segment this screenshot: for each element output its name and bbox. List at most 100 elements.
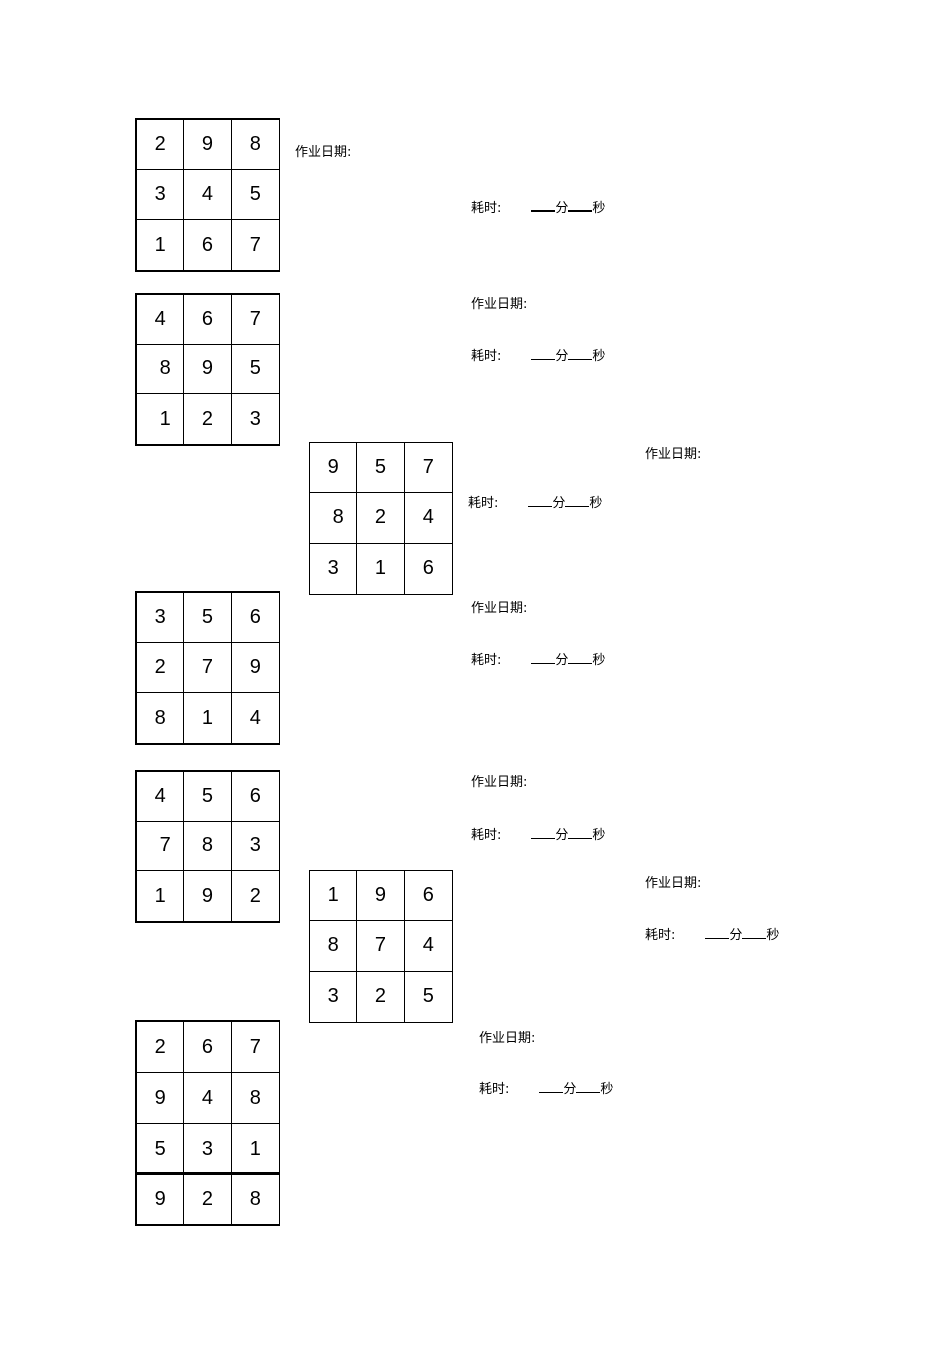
- date-label: 作业日期:: [471, 297, 527, 313]
- time-label-text: 耗时:: [471, 349, 502, 364]
- time-label: 耗时: 分 秒: [645, 926, 779, 944]
- puzzle-grid-5: 4 5 6 7 8 3 1 9 2: [135, 770, 280, 923]
- grid-cell: 2: [137, 1022, 185, 1073]
- grid-cell: 9: [357, 871, 405, 922]
- grid-divider: [136, 1172, 279, 1175]
- time-label-text: 耗时:: [645, 928, 676, 943]
- grid-cell: 4: [184, 170, 232, 220]
- minutes-blank: [531, 651, 556, 664]
- grid-cell: 7: [231, 1022, 279, 1073]
- puzzle-grid-3: 9 5 7 8 2 4 3 1 6: [309, 442, 453, 595]
- grid-cell: 6: [404, 871, 452, 922]
- grid-cell: 3: [137, 170, 185, 220]
- date-label-text: 作业日期:: [471, 601, 528, 616]
- grid-cell: 9: [184, 120, 232, 170]
- date-label: 作业日期:: [645, 447, 701, 463]
- grid-cell: 1: [137, 220, 185, 270]
- time-label-text: 耗时:: [479, 1082, 510, 1097]
- grid-cell: 2: [184, 394, 232, 444]
- grid-cell: 6: [231, 772, 279, 822]
- date-label: 作业日期:: [645, 876, 701, 892]
- grid-cell: 4: [137, 295, 185, 345]
- grid-cell: 6: [184, 220, 232, 270]
- grid-cell: 1: [231, 1124, 279, 1175]
- grid-cell: 5: [231, 345, 279, 395]
- grid-cell: 9: [310, 443, 358, 494]
- puzzle-grid-4: 3 5 6 2 7 9 8 1 4: [135, 591, 280, 745]
- date-label: 作业日期:: [471, 775, 527, 791]
- grid-cell: 7: [137, 821, 185, 872]
- grid-cell: 4: [404, 493, 452, 544]
- minute-unit: 分: [555, 201, 569, 216]
- second-unit: 秒: [592, 201, 606, 216]
- grid-cell: 1: [137, 394, 185, 444]
- time-label: 耗时:分秒: [471, 198, 605, 217]
- grid-cell: 3: [137, 593, 185, 643]
- grid-cell: 1: [137, 871, 185, 921]
- grid-cell: 3: [249, 407, 261, 430]
- second-unit: 秒: [592, 828, 606, 843]
- minutes-blank: [705, 926, 730, 939]
- minutes-blank: [531, 826, 556, 839]
- grid-cell: 5: [422, 985, 434, 1008]
- puzzle-grid-1: 2 9 8 3 4 5 1 6 7: [135, 118, 280, 272]
- grid-cell: 8: [231, 120, 279, 170]
- second-unit: 秒: [766, 928, 780, 943]
- date-label: 作业日期:: [295, 145, 351, 161]
- minutes-blank: [531, 347, 556, 360]
- grid-cell: 1: [357, 543, 405, 594]
- date-label: 作业日期:: [471, 601, 527, 617]
- grid-cell: 8: [231, 1073, 279, 1124]
- grid-cell: 3: [310, 971, 358, 1022]
- grid-cell: 5: [184, 772, 232, 822]
- seconds-blank: [568, 651, 593, 664]
- date-label: 作业日期:: [479, 1031, 535, 1047]
- grid-cell: 7: [231, 295, 279, 345]
- grid-cell: 7: [404, 443, 452, 494]
- second-unit: 秒: [589, 496, 603, 511]
- grid-cell: 3: [231, 822, 279, 872]
- grid-cell: 2: [184, 1175, 232, 1224]
- seconds-blank: [742, 926, 767, 939]
- minute-unit: 分: [555, 349, 569, 364]
- grid-cell: 2: [249, 884, 261, 907]
- grid-cell: 6: [184, 1022, 232, 1073]
- grid-cell: 9: [137, 1175, 185, 1224]
- grid-cell: 7: [249, 233, 261, 256]
- seconds-blank: [568, 198, 593, 212]
- minute-unit: 分: [563, 1082, 577, 1097]
- time-label-text: 耗时:: [471, 828, 502, 843]
- time-label: 耗时: 分 秒: [471, 651, 605, 669]
- grid-cell: 1: [310, 871, 358, 922]
- date-label-text: 作业日期:: [471, 297, 528, 312]
- grid-cell: 2: [357, 971, 405, 1022]
- grid-cell: 5: [231, 170, 279, 220]
- minute-unit: 分: [555, 653, 569, 668]
- time-label: 耗时:分秒: [479, 1080, 613, 1098]
- time-label-text: 耗时:: [468, 496, 499, 511]
- grid-cell: 9: [184, 871, 232, 921]
- minute-unit: 分: [552, 496, 566, 511]
- grid-cell: 8: [310, 493, 358, 544]
- grid-cell: 9: [184, 344, 232, 395]
- grid-cell: 4: [404, 921, 452, 972]
- grid-cell: 5: [184, 593, 232, 643]
- puzzle-grid-6: 1 9 6 8 7 4 3 2 5: [309, 870, 453, 1023]
- time-label: 耗时:分秒: [471, 826, 605, 844]
- grid-cell: 4: [249, 706, 261, 729]
- date-label-text: 作业日期:: [471, 775, 528, 790]
- minute-unit: 分: [729, 928, 743, 943]
- grid-cell: 9: [231, 643, 279, 693]
- date-label-text: 作业日期:: [479, 1031, 536, 1046]
- minutes-blank: [531, 198, 556, 212]
- date-label-text: 作业日期:: [295, 145, 352, 160]
- time-label-text: 耗时:: [471, 653, 502, 668]
- grid-cell: 9: [137, 1073, 185, 1124]
- grid-cell: 8: [137, 693, 185, 743]
- grid-cell: 8: [184, 821, 232, 872]
- puzzle-grid-2: 4 6 7 8 9 5 1 2 3: [135, 293, 280, 446]
- grid-cell: 2: [137, 643, 185, 693]
- time-label: 耗时: 分 秒: [468, 494, 602, 512]
- second-unit: 秒: [592, 653, 606, 668]
- grid-cell: 6: [422, 557, 434, 580]
